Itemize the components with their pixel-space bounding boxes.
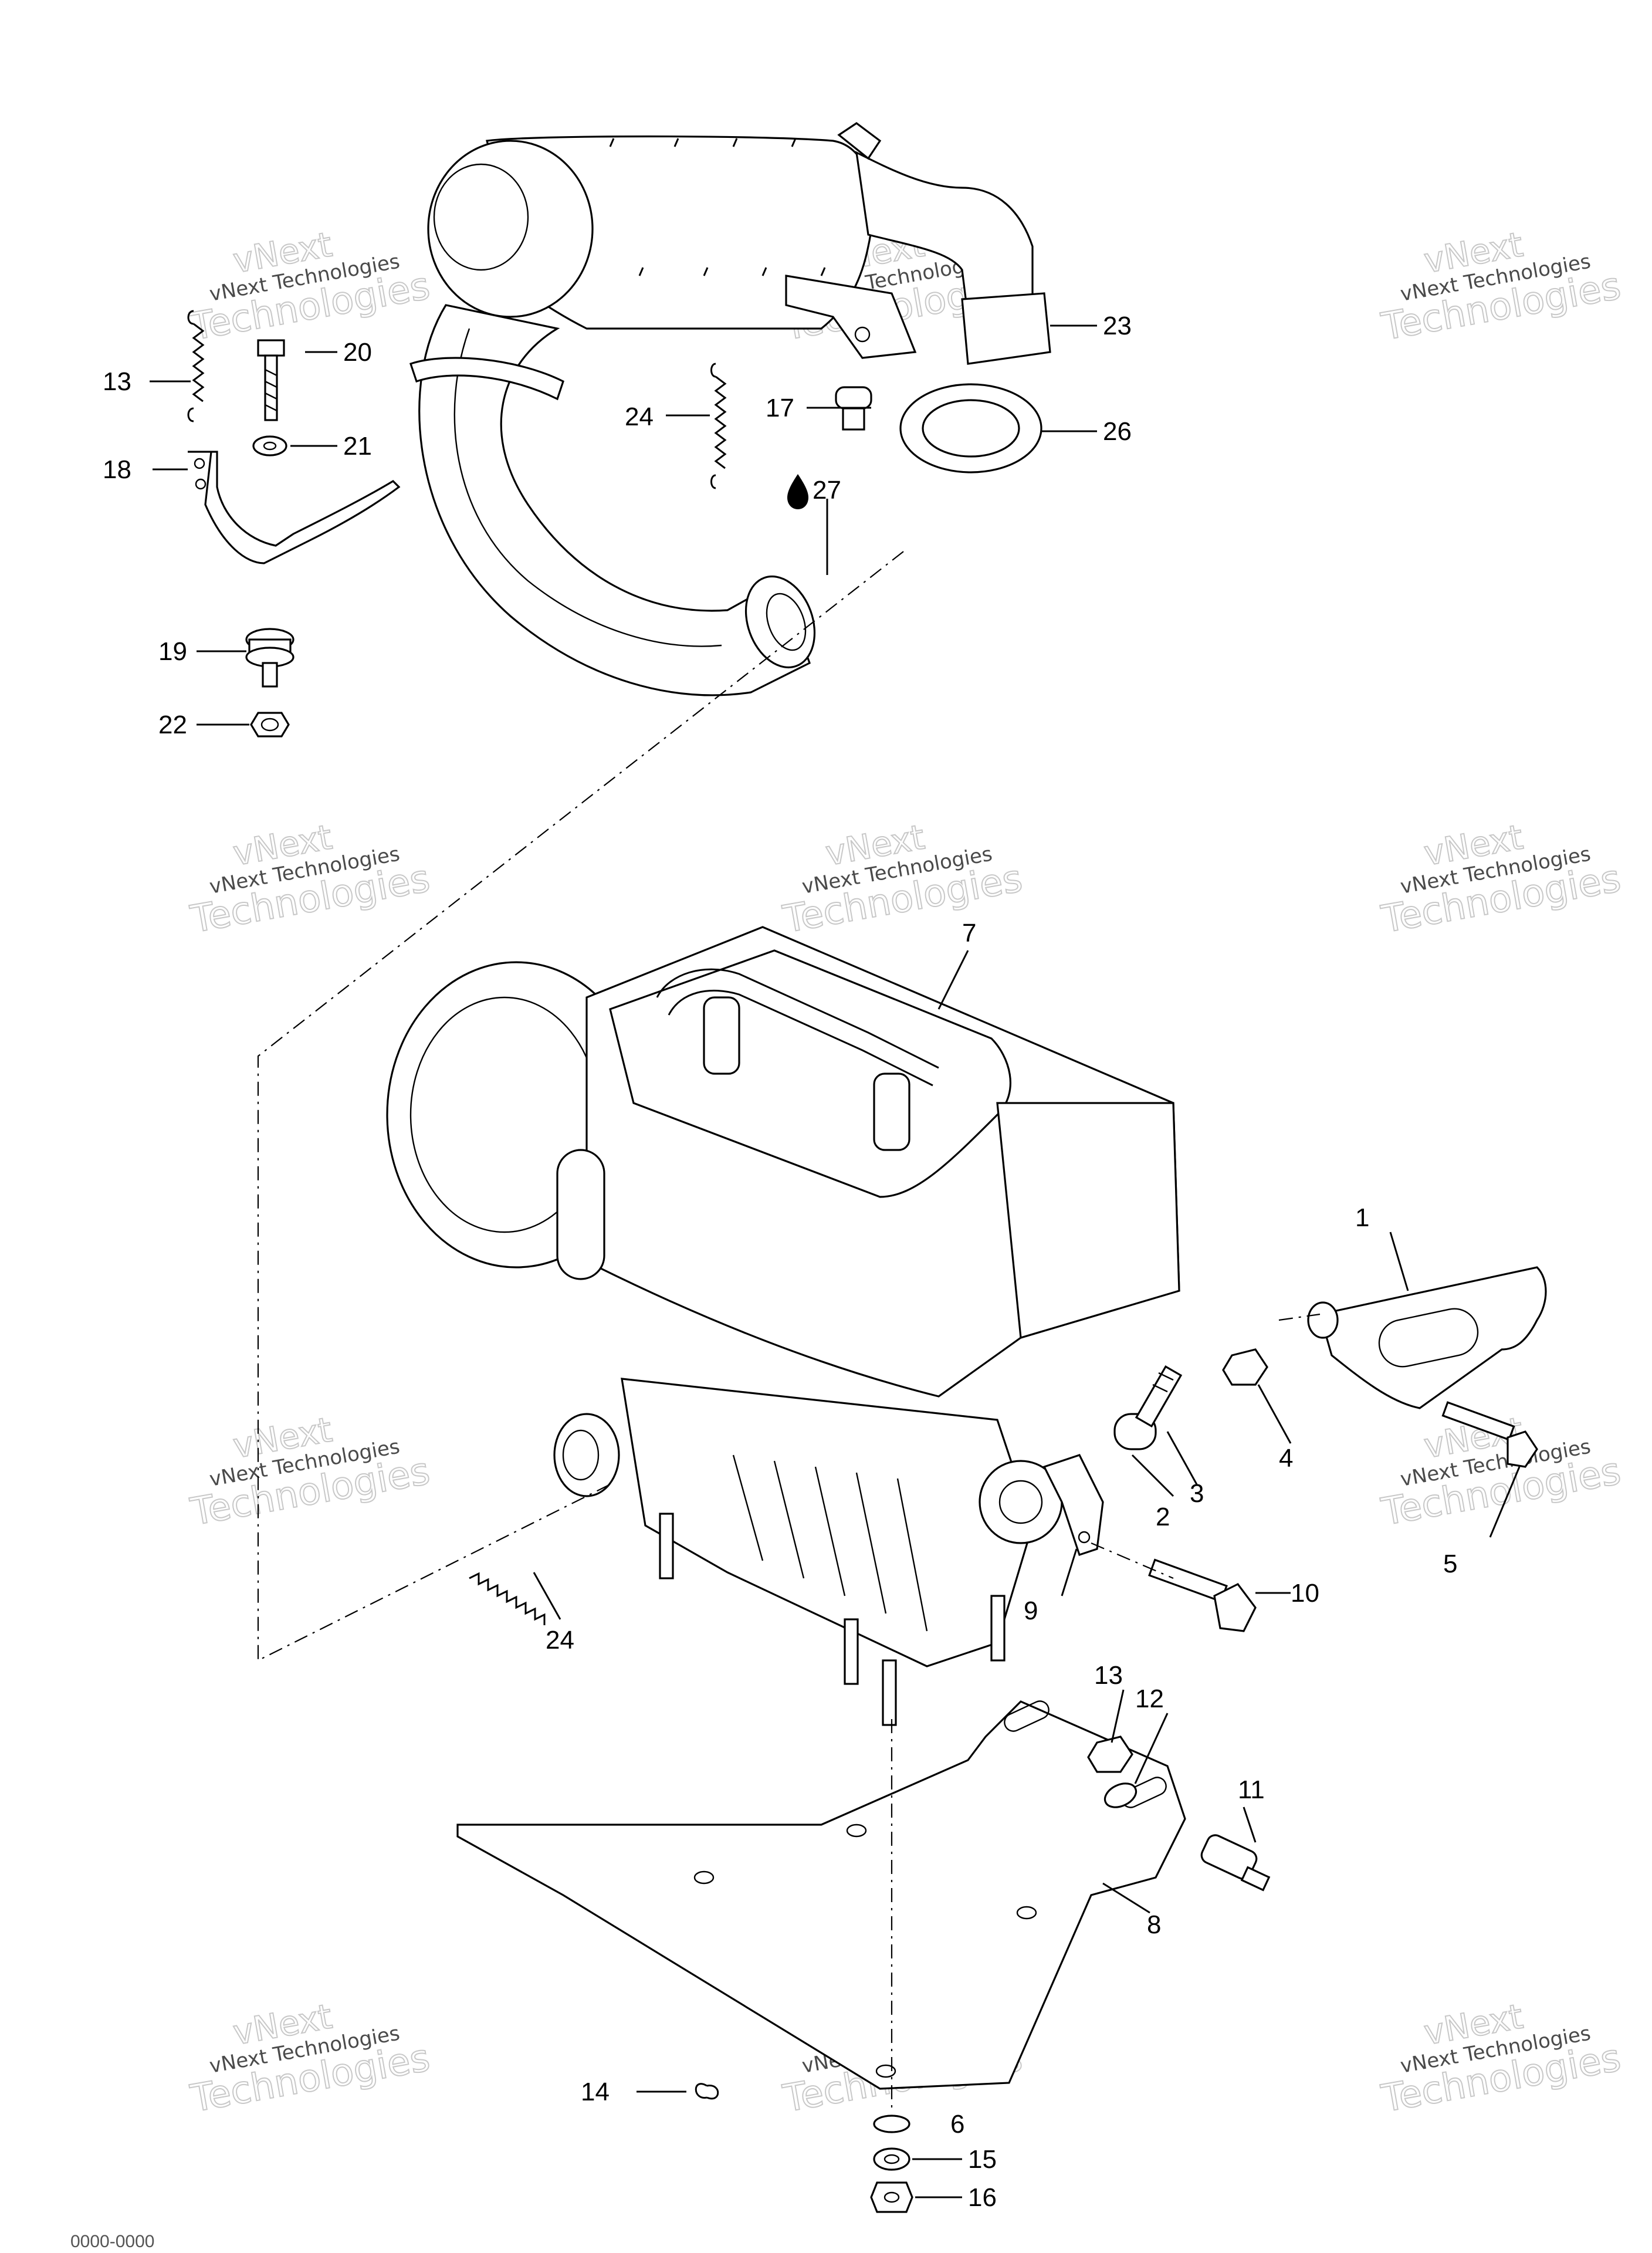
watermark-low-right: vNext vNext Technologies Technologies [1377, 1409, 1624, 1535]
gasket-23-ring [961, 292, 1051, 365]
callout-7: 7 [962, 919, 976, 948]
callout-12: 12 [1135, 1684, 1164, 1713]
stud-1 [659, 1513, 674, 1579]
spring-24-top [710, 363, 727, 489]
watermark-top-right: vNext vNext Technologies Technologies [1377, 224, 1624, 350]
clip-14 [695, 2083, 719, 2100]
stud-2 [844, 1618, 859, 1685]
drawing-code: 0000-0000 [70, 2232, 154, 2251]
watermark-bottom-left: vNext vNext Technologies Technologies [187, 1995, 434, 2122]
oil-drop-icon [787, 474, 808, 509]
callout-17: 17 [766, 394, 794, 422]
mount-11 [1200, 1834, 1271, 1892]
washer-15 [873, 2147, 910, 2171]
callout-22: 22 [158, 711, 187, 739]
muffler-tailpipe-stub [837, 122, 882, 160]
callout-9: 9 [1024, 1596, 1038, 1625]
air-intake-box [996, 1102, 1180, 1339]
stud-2-3 [1113, 1365, 1183, 1450]
nut-13-lower [1087, 1736, 1133, 1773]
crankcase [621, 1378, 1034, 1667]
watermark-low-left: vNext vNext Technologies Technologies [187, 1409, 434, 1535]
washer-6 [873, 2115, 910, 2133]
callout-20: 20 [343, 338, 372, 367]
plate-9 [1042, 1454, 1104, 1557]
pipe-clamp [409, 357, 564, 401]
callout-18: 18 [103, 455, 131, 484]
nut-22 [250, 712, 290, 738]
callout-11: 11 [1238, 1775, 1265, 1804]
callout-labels: 1 2 3 4 5 6 7 8 9 10 11 12 13 13 14 15 1… [103, 312, 1457, 2212]
callout-26: 26 [1103, 417, 1132, 446]
stud-3 [882, 1659, 897, 1726]
watermark-mid-left: vNext vNext Technologies Technologies [187, 816, 434, 942]
watermark-mid-right: vNext vNext Technologies Technologies [1377, 816, 1624, 942]
watermark-mid-center: vNext vNext Technologies Technologies [779, 816, 1026, 942]
callout-23: 23 [1103, 312, 1132, 340]
callout-13-upper: 13 [103, 367, 131, 396]
callout-13-lower: 13 [1094, 1661, 1123, 1690]
cylinder-fin-left [556, 1149, 605, 1280]
washer-12 [1103, 1782, 1138, 1808]
muffler-outlet-pipe [855, 151, 1034, 318]
injector-left [703, 996, 740, 1075]
callout-24-lower: 24 [546, 1626, 574, 1655]
callout-14: 14 [581, 2078, 610, 2106]
pipe-flange [744, 575, 816, 669]
spring-24-bottom [469, 1572, 546, 1625]
spring-13-top [187, 310, 205, 422]
callout-16: 16 [968, 2183, 997, 2212]
skid-holes [693, 1700, 1167, 2078]
muffler-inlet-inner [433, 163, 529, 271]
muffler-slots [609, 138, 826, 276]
callout-8: 8 [1147, 1910, 1161, 1939]
injector-right [873, 1073, 910, 1151]
callout-21: 21 [343, 432, 372, 461]
engine-assembly [386, 926, 1180, 1726]
gasket-26 [899, 383, 1042, 473]
bolt-5 [1441, 1401, 1538, 1468]
exhaust-port [553, 1413, 620, 1497]
rubber-mount-19 [245, 628, 294, 688]
muffler-bracket [785, 275, 917, 359]
callout-2: 2 [1156, 1503, 1170, 1531]
watermark-top-left: vNext vNext Technologies Technologies [187, 224, 434, 350]
callout-15: 15 [968, 2145, 997, 2174]
callout-24-upper: 24 [625, 402, 654, 431]
callout-5: 5 [1443, 1550, 1457, 1578]
bolt-20 [257, 339, 285, 421]
callout-4: 4 [1279, 1444, 1293, 1473]
stud-4 [990, 1595, 1006, 1662]
assembly-lines [257, 551, 1321, 2112]
crankcase-ribs [732, 1454, 928, 1632]
callout-19: 19 [158, 637, 187, 666]
tuned-pipe [418, 304, 811, 696]
callout-10: 10 [1291, 1579, 1319, 1608]
watermark-bottom-right: vNext vNext Technologies Technologies [1377, 1995, 1624, 2122]
bracket-1 [1307, 1266, 1547, 1409]
callout-1: 1 [1355, 1203, 1369, 1232]
fuel-rail [656, 968, 939, 1069]
nut-4 [1222, 1348, 1268, 1386]
nut-16 [870, 2181, 913, 2213]
callout-3: 3 [1190, 1479, 1204, 1508]
callout-6: 6 [950, 2110, 964, 2139]
muffler-assembly [409, 122, 1034, 696]
bolt-10 [1148, 1558, 1257, 1632]
callout-27: 27 [813, 476, 841, 505]
strap-18 [188, 451, 401, 564]
muffler-inlet-end [427, 140, 594, 318]
skid-plate-8 [456, 1700, 1186, 2090]
washer-21 [252, 435, 287, 456]
leader-lines [150, 324, 1521, 2198]
